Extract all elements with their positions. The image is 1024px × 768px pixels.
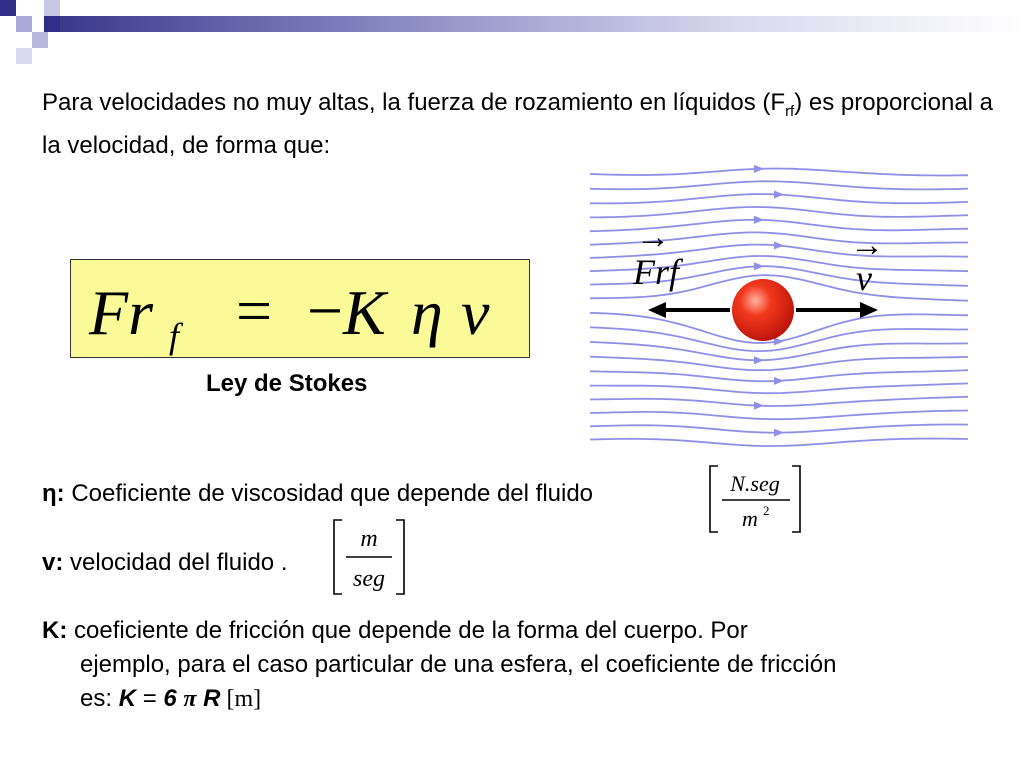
formula-lhs-sub: f (169, 316, 184, 356)
stokes-formula-box: Fr f = − K η v (70, 259, 530, 358)
flow-diagram: → Frf → v (589, 164, 969, 447)
sphere (732, 279, 794, 341)
v-text: velocidad del fluido . (63, 549, 288, 576)
streamline (589, 409, 969, 421)
streamline (589, 265, 969, 287)
v-symbol: v: (42, 549, 64, 576)
decor-square-2 (16, 16, 32, 32)
v-unit: m seg (333, 519, 405, 595)
velocity-vector-arrow: → (850, 227, 884, 264)
streamline (589, 218, 969, 233)
k-eq-k: K (118, 685, 137, 712)
k-paragraph: K: coeficiente de fricción que depende d… (42, 614, 1002, 716)
streamline-arrowhead (774, 376, 784, 385)
streamline-arrowhead (754, 164, 764, 173)
streamline-arrowhead (774, 428, 784, 437)
force-label: Frf (632, 252, 684, 292)
decor-square-5 (32, 32, 48, 48)
eta-unit-exponent: 2 (763, 503, 770, 518)
v-unit-denominator: seg (353, 566, 385, 592)
streamline (589, 326, 968, 353)
k-eq-equals: = (136, 685, 164, 712)
stokes-label: Ley de Stokes (206, 370, 368, 397)
eta-symbol: η: (42, 480, 65, 507)
streamline (589, 437, 969, 447)
velocity-arrowhead (860, 302, 878, 318)
k-line-1: K: coeficiente de fricción que depende d… (42, 614, 1002, 648)
eta-text: Coeficiente de viscosidad que depende de… (64, 480, 594, 507)
eta-line: η: Coeficiente de viscosidad que depende… (42, 480, 593, 508)
streamline (589, 167, 969, 177)
decor-square-3 (44, 0, 60, 16)
eta-unit-denominator: m (742, 506, 758, 531)
velocity-label: v (856, 258, 872, 298)
streamline (589, 395, 969, 407)
v-line: v: velocidad del fluido . (42, 549, 288, 577)
streamlines (589, 164, 969, 447)
streamline (589, 180, 969, 191)
formula-equals: = (236, 275, 272, 346)
formula-k: K (342, 277, 389, 348)
stokes-formula: Fr f = − K η v (88, 275, 490, 356)
streamline-arrowhead (774, 241, 784, 250)
k-eq-unit: [m] (220, 686, 262, 712)
streamline-arrowhead (774, 337, 784, 346)
k-text-3: es: (80, 685, 119, 712)
streamline (589, 341, 969, 362)
eta-unit-numerator: N.seg (729, 471, 780, 496)
decor-square-6 (16, 48, 32, 64)
v-unit-numerator: m (360, 526, 377, 552)
streamline-arrowhead (774, 190, 784, 199)
k-eq-pi: π (183, 686, 197, 712)
decor-square-1 (0, 0, 16, 16)
formula-v: v (461, 277, 490, 348)
k-text-1: coeficiente de fricción que depende de l… (67, 617, 748, 644)
formula-eta: η (411, 277, 443, 348)
intro-text: Para velocidades no muy altas, la fuerza… (42, 89, 786, 116)
k-eq-r: R (196, 685, 221, 712)
force-vector-arrow: → (636, 219, 670, 256)
decor-square-4 (44, 16, 60, 32)
streamline-arrowhead (754, 262, 764, 271)
streamline (589, 274, 969, 302)
streamline-arrowhead (754, 401, 764, 410)
streamline (589, 255, 969, 273)
intro-text-end: ) es proporcional a la velocidad, de for… (42, 89, 994, 159)
title-gradient-bar (60, 16, 1024, 32)
intro-paragraph: Para velocidades no muy altas, la fuerza… (42, 86, 1002, 163)
streamline (590, 206, 969, 219)
formula-minus: − (307, 275, 343, 346)
k-line-3: es: K = 6 π R [m] (42, 682, 1002, 716)
formula-lhs: Fr (88, 277, 154, 348)
streamline (589, 231, 968, 246)
eta-unit: N.seg m 2 (709, 465, 801, 533)
k-symbol: K: (42, 617, 68, 644)
streamline-arrowhead (754, 215, 764, 224)
streamline (589, 355, 969, 372)
streamline (590, 382, 969, 395)
intro-subscript: rf (785, 102, 795, 120)
force-arrowhead (648, 302, 666, 318)
k-line-2: ejemplo, para el caso particular de una … (80, 651, 837, 678)
k-eq-six: 6 (163, 685, 184, 712)
streamline-arrowhead (754, 356, 764, 365)
